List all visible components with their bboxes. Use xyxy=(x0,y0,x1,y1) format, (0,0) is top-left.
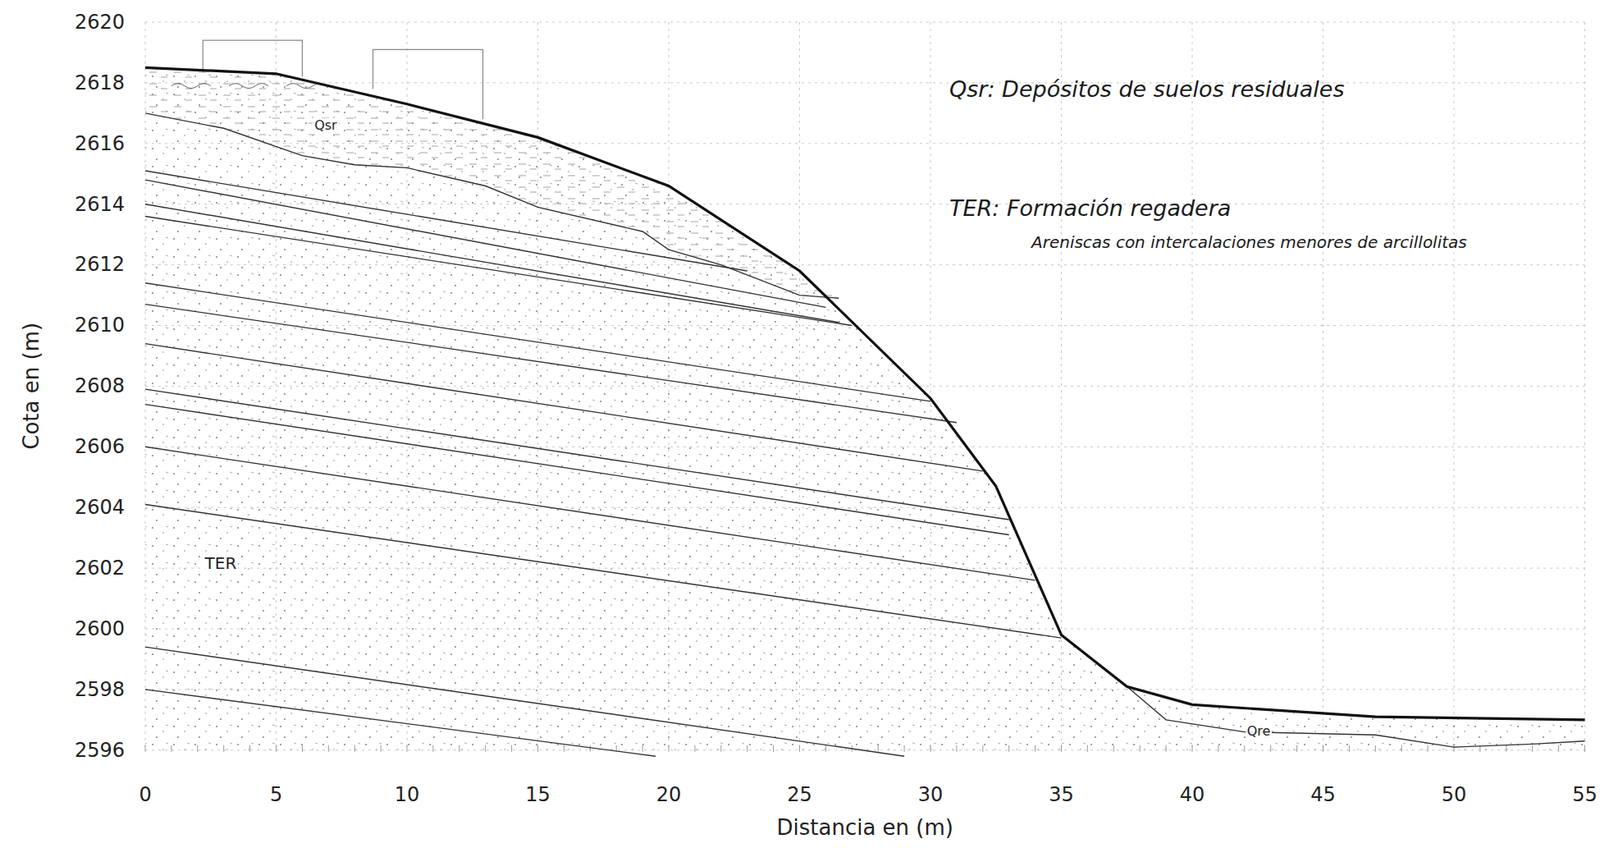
bedding-line xyxy=(145,204,839,323)
bedding-line xyxy=(145,646,905,756)
axis-tick-label: 0 xyxy=(138,783,151,805)
legend-text: TER: Formación regadera xyxy=(949,196,1231,221)
axis-tick-label: 2598 xyxy=(74,678,125,700)
axis-tick-label: 50 xyxy=(1441,783,1468,805)
rock-texture xyxy=(145,67,1586,750)
axis-tick-label: 35 xyxy=(1048,783,1075,805)
soil-symbol xyxy=(228,83,269,89)
legend-text: Qsr: Depósitos de suelos residuales xyxy=(949,77,1345,102)
bedding-line xyxy=(145,404,1010,535)
axis-tick-label: 2620 xyxy=(74,11,125,33)
grid-line xyxy=(145,22,1586,23)
bedding-line xyxy=(145,304,957,423)
axis-tick-label: 15 xyxy=(525,783,551,805)
axis-title: Distancia en (m) xyxy=(777,815,954,840)
axis-tick-label: 2614 xyxy=(74,193,125,215)
axis-tick-label: 2616 xyxy=(74,132,125,155)
axis-tick-label: 2606 xyxy=(74,435,125,458)
bedding-line xyxy=(145,689,656,756)
grid-line xyxy=(1322,22,1324,750)
axis-tick-label: 2618 xyxy=(74,72,125,94)
axis-tick-label: 30 xyxy=(918,783,944,805)
axis-tick-label: 10 xyxy=(394,783,421,805)
axis-tick-label: 2602 xyxy=(74,557,125,579)
legend-text: Areniscas con intercalaciones menores de… xyxy=(1031,233,1541,252)
axis-tick-label: 2608 xyxy=(74,374,125,397)
bedding-line xyxy=(145,504,1062,639)
grid-line xyxy=(145,82,1586,83)
axis-tick-label: 25 xyxy=(786,783,813,805)
unit-label: TER xyxy=(203,553,239,572)
axis-tick-label: 2600 xyxy=(74,617,125,640)
axis-tick-label: 5 xyxy=(269,783,283,805)
axis-tick-label: 45 xyxy=(1310,783,1336,805)
ground-surface xyxy=(145,67,1586,720)
unit-label: Qre xyxy=(1245,723,1273,739)
bedding-line xyxy=(145,388,1010,520)
bedding-line xyxy=(145,215,852,325)
grid-line xyxy=(1192,22,1194,750)
soil-symbol xyxy=(171,83,211,89)
bedding-line xyxy=(145,179,826,307)
axis-tick-label: 20 xyxy=(656,783,682,805)
axis-tick-label: 40 xyxy=(1179,783,1206,805)
axis-tick-label: 55 xyxy=(1572,783,1598,805)
bedding-line xyxy=(145,446,1036,581)
axis-tick-label: 2612 xyxy=(74,253,125,275)
axis-title: Cota en (m) xyxy=(19,322,44,450)
axis-tick-label: 2604 xyxy=(74,496,125,518)
bedding-line xyxy=(145,283,931,402)
axis-tick-label: 2596 xyxy=(74,739,125,761)
unit-label: Qsr xyxy=(312,118,339,133)
axis-tick-label: 2610 xyxy=(74,314,125,336)
